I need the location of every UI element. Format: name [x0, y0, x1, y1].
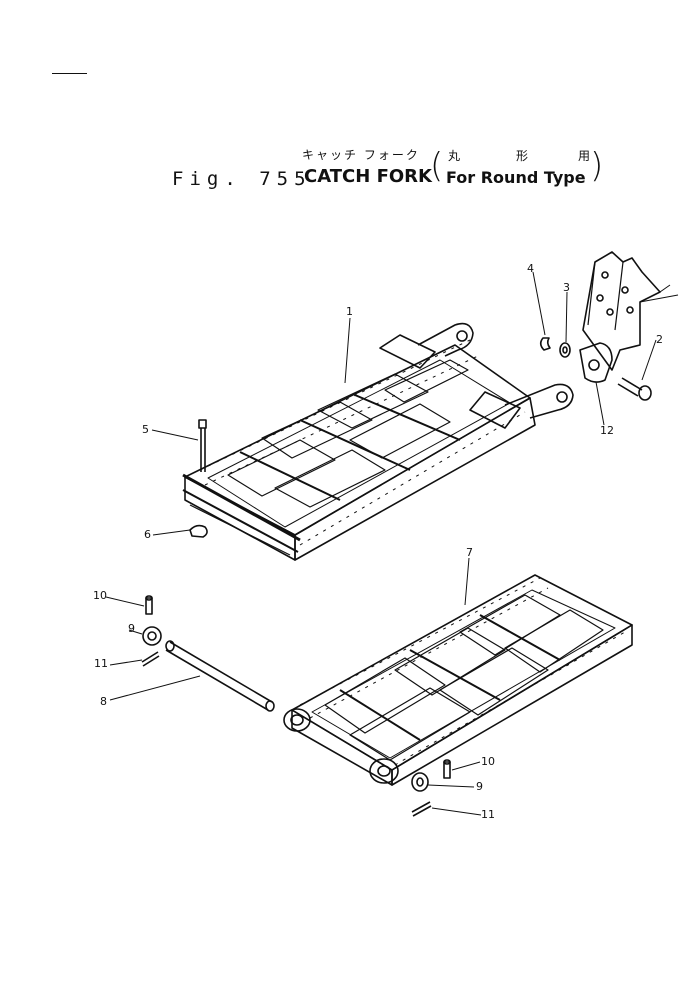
diagram-subtitle: For Round Type: [446, 168, 586, 187]
cotter-pin-part-4: [539, 337, 551, 351]
callout-6: 6: [144, 528, 151, 541]
callout-5: 5: [142, 423, 149, 436]
lower-frame-part-7: [283, 574, 633, 786]
callout-12: 12: [600, 424, 614, 437]
callout-11-left: 11: [94, 657, 108, 670]
callout-9-right: 9: [476, 780, 483, 793]
kana-title: キャッチ フォーク: [302, 148, 420, 162]
callout-2: 2: [656, 333, 663, 346]
pin-part-2: [617, 377, 652, 401]
callout-10-left: 10: [93, 589, 107, 602]
diagram-title: CATCH FORK: [304, 166, 432, 187]
jp-sub-3: 用: [578, 149, 591, 163]
top-left-rule: [52, 73, 87, 74]
washer-part-3: [559, 342, 571, 358]
callout-10-right: 10: [481, 755, 495, 768]
hinge-bracket: [579, 251, 679, 383]
open-paren: (: [430, 146, 444, 186]
callout-7: 7: [466, 546, 473, 559]
bolt-part-5: [198, 419, 207, 472]
leader-lines: [105, 271, 657, 816]
jp-sub-1: 丸: [448, 149, 461, 163]
figure-number: Fig. 755: [172, 168, 312, 190]
callout-8: 8: [100, 695, 107, 708]
jp-sub-2: 形: [516, 149, 529, 163]
callout-3: 3: [563, 281, 570, 294]
callout-11-right: 11: [481, 808, 495, 821]
callout-1: 1: [346, 305, 353, 318]
rod-part-8: [165, 640, 275, 712]
callout-9-left: 9: [128, 622, 135, 635]
upper-frame-part-1: [182, 322, 574, 561]
right-hardware: [411, 759, 451, 817]
left-hardware: [141, 595, 162, 667]
clip-part-6: [189, 524, 208, 538]
callout-4: 4: [527, 262, 534, 275]
close-paren: ): [590, 146, 604, 186]
